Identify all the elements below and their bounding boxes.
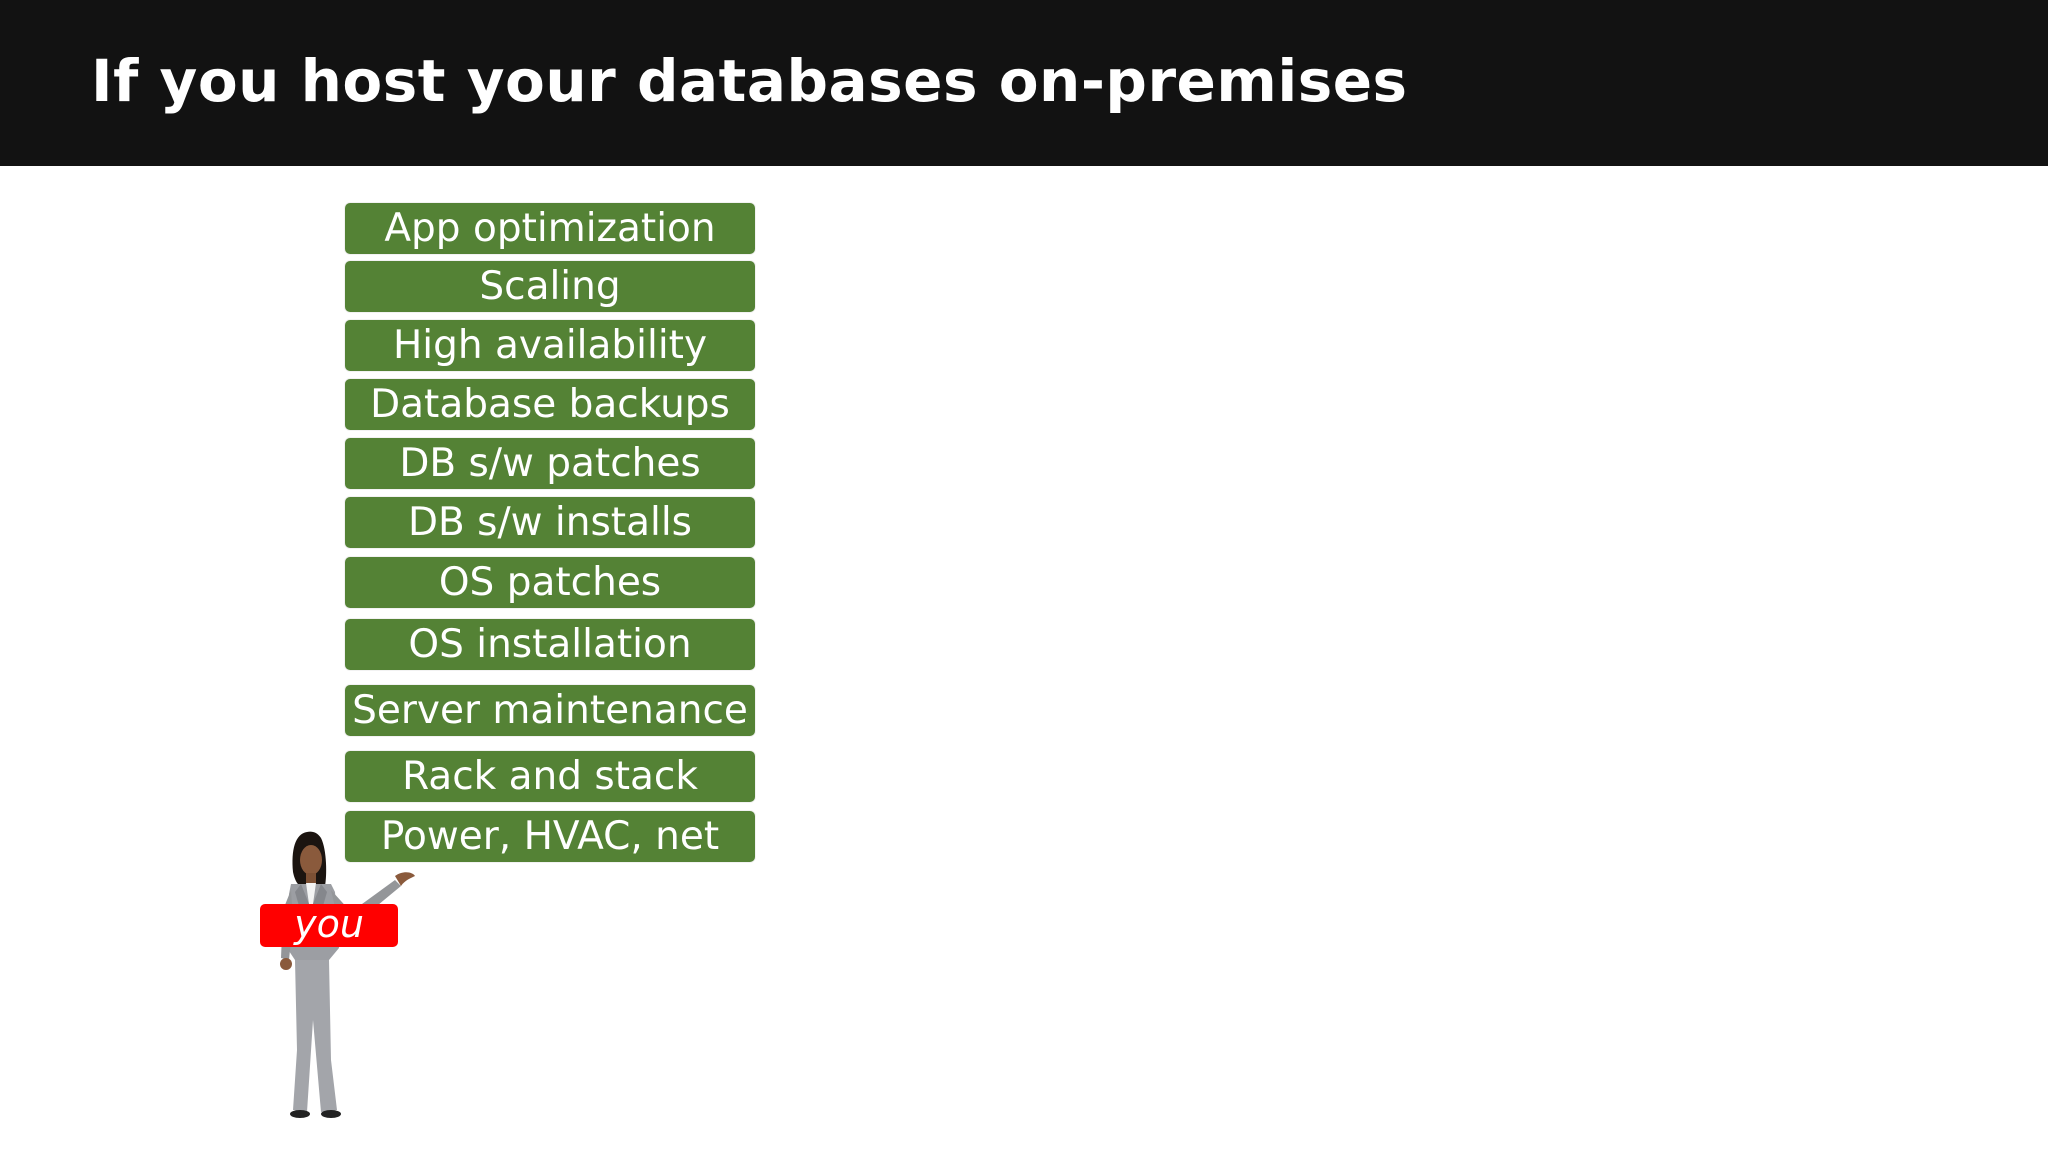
stack-item-server-maintenance: Server maintenance [345, 685, 755, 736]
title-bar: If you host your databases on-premises [0, 0, 2048, 166]
stack-item-os-installation: OS installation [345, 619, 755, 670]
stack-item-database-backups: Database backups [345, 379, 755, 430]
stack-item-rack-and-stack: Rack and stack [345, 751, 755, 802]
stack-item-os-patches: OS patches [345, 557, 755, 608]
slide-title: If you host your databases on-premises [91, 47, 1408, 115]
you-label: you [260, 904, 398, 947]
stack-item-power-hvac-net: Power, HVAC, net [345, 811, 755, 862]
stack-item-app-optimization: App optimization [345, 203, 755, 254]
stack-item-db-sw-installs: DB s/w installs [345, 497, 755, 548]
stack-item-high-availability: High availability [345, 320, 755, 371]
businesswoman-figure [280, 831, 415, 1118]
stack-item-db-sw-patches: DB s/w patches [345, 438, 755, 489]
stack-item-scaling: Scaling [345, 261, 755, 312]
